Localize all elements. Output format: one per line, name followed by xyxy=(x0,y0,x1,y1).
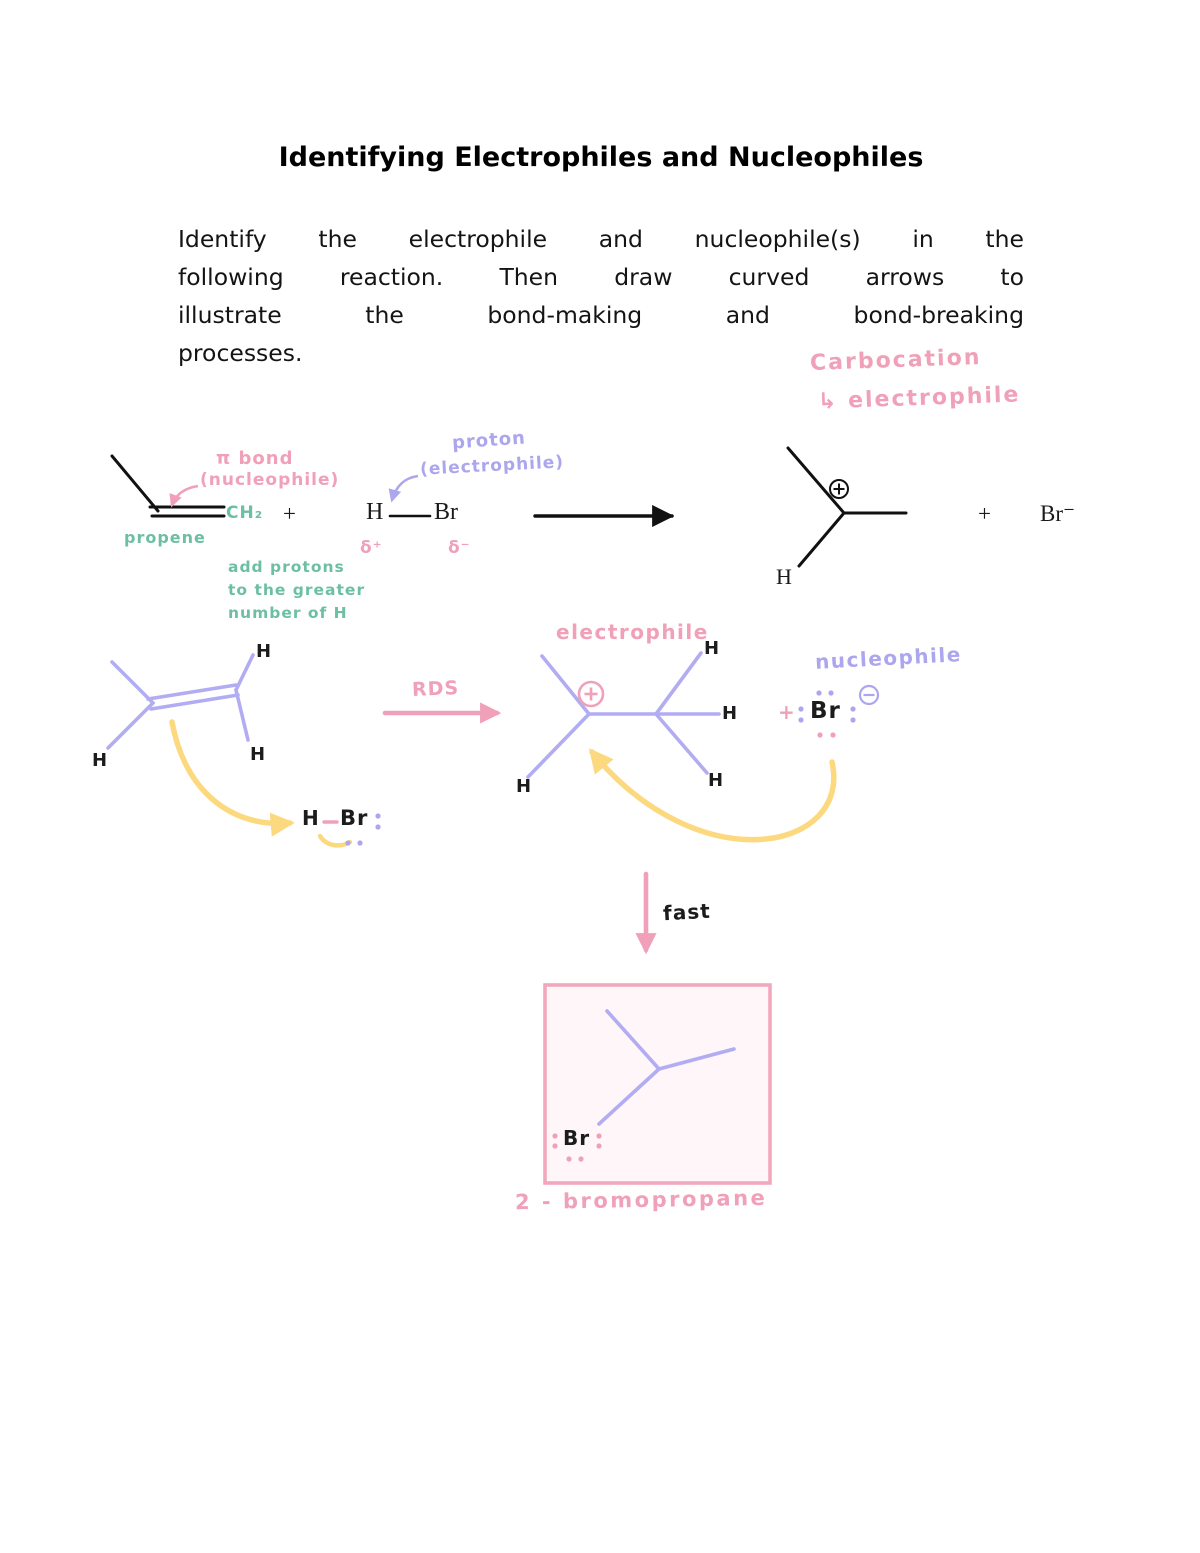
product-skeletal-structure xyxy=(597,1009,736,1126)
page-title: Identifying Electrophiles and Nucleophil… xyxy=(278,142,924,173)
h-atom-label: H xyxy=(366,499,384,525)
plus-sign: + xyxy=(283,501,296,526)
instructions-line: illustrate the bond-making and bond-brea… xyxy=(178,301,1024,329)
hbr-h-label: H xyxy=(302,806,320,830)
note-nucleophile-paren: (nucleophile) xyxy=(200,470,340,490)
yellow-underline-swoosh xyxy=(317,833,353,848)
note-add-protons: add protons xyxy=(228,558,345,576)
propene-label: propene xyxy=(124,528,206,547)
product-box xyxy=(543,983,772,1185)
plus-sign: + xyxy=(978,501,991,526)
note-pi-bond: π bond xyxy=(216,448,294,469)
plus-sign: + xyxy=(778,700,796,724)
h-label: H xyxy=(92,750,109,771)
propene-skeletal-structure xyxy=(110,454,226,518)
delta-minus-label: δ⁻ xyxy=(448,538,471,558)
hbr-lone-pair-dots xyxy=(345,813,381,846)
hbr-br-label: Br xyxy=(340,806,369,830)
rds-label: RDS xyxy=(411,677,460,701)
bromide-label: Br⁻ xyxy=(1040,501,1076,526)
h-label: H xyxy=(704,638,721,659)
carbocation-drawn-structure xyxy=(526,651,721,779)
cation-h-label: H xyxy=(776,564,792,589)
plus-charge-icon xyxy=(829,479,849,499)
carbocation-skeletal-structure xyxy=(786,446,908,568)
h-label: H xyxy=(250,744,267,765)
propene-drawn-structure xyxy=(106,653,255,750)
curved-arrow-br-to-cation xyxy=(588,748,837,843)
pi-bond-pointer-arrow xyxy=(169,484,199,508)
bromide-drawn-label: Br xyxy=(810,698,841,724)
curved-arrow-pi-to-hbr xyxy=(169,719,295,837)
product-br-lone-pair-dots xyxy=(552,1133,602,1162)
minus-charge-icon xyxy=(858,684,880,706)
instructions-line: Identify the electrophile and nucleophil… xyxy=(178,225,1024,253)
ch2-label: CH₂ xyxy=(226,503,264,523)
h-label: H xyxy=(256,641,273,662)
electrophile-label: electrophile xyxy=(556,620,709,644)
proton-pointer-arrow xyxy=(388,474,419,503)
bromide-lone-pair-dots xyxy=(798,690,856,738)
h-label: H xyxy=(708,770,725,791)
product-br-label: Br xyxy=(563,1126,591,1150)
product-name-label: 2 - bromopropane xyxy=(514,1185,768,1215)
note-add-protons: to the greater xyxy=(228,581,366,599)
delta-plus-label: δ⁺ xyxy=(360,538,383,558)
plus-charge-circled-icon xyxy=(577,680,605,708)
br-atom-label: Br xyxy=(434,499,458,525)
h-label: H xyxy=(722,703,739,724)
fast-label: fast xyxy=(662,898,712,926)
note-add-protons: number of H xyxy=(228,604,348,622)
instructions-line: processes. xyxy=(178,339,303,367)
h-label: H xyxy=(516,776,533,797)
instructions-line: following reaction. Then draw curved arr… xyxy=(178,263,1024,291)
